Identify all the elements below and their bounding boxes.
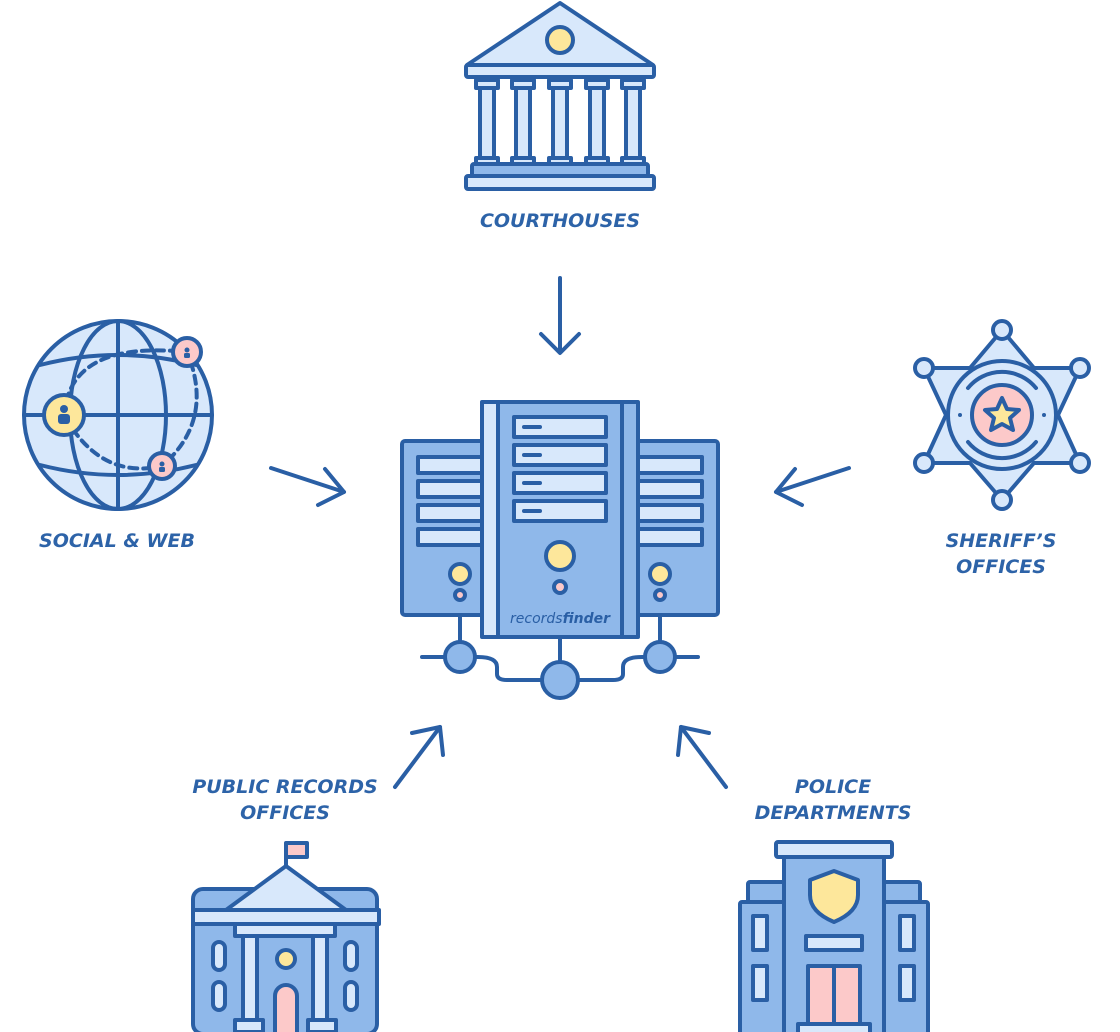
label-courthouses: COURTHOUSES bbox=[480, 210, 640, 232]
courthouse-icon bbox=[464, 1, 656, 191]
label-police-line1: POLICE bbox=[795, 776, 871, 798]
label-police-line2: DEPARTMENTS bbox=[755, 802, 912, 824]
arrow-up-left-icon bbox=[676, 725, 728, 789]
label-public-records-line2: OFFICES bbox=[240, 802, 330, 824]
arrow-left-icon bbox=[774, 466, 851, 507]
police-department-icon bbox=[738, 840, 930, 1032]
arrow-icons bbox=[269, 276, 851, 789]
public-records-building-icon bbox=[191, 841, 381, 1032]
sheriff-badge-icon bbox=[913, 319, 1091, 511]
label-sheriffs-line2: OFFICES bbox=[956, 556, 1046, 578]
server-cluster-icon bbox=[400, 400, 720, 700]
arrow-up-right-icon bbox=[393, 725, 445, 789]
label-sheriffs-line1: SHERIFF’S bbox=[946, 530, 1057, 552]
arrow-right-icon bbox=[269, 466, 346, 507]
recordsfinder-logo: recordsfinder bbox=[510, 611, 611, 627]
arrow-down-icon bbox=[539, 276, 581, 355]
globe-icon bbox=[22, 319, 214, 511]
label-social-web: SOCIAL & WEB bbox=[39, 530, 195, 552]
label-public-records-line1: PUBLIC RECORDS bbox=[192, 776, 377, 798]
